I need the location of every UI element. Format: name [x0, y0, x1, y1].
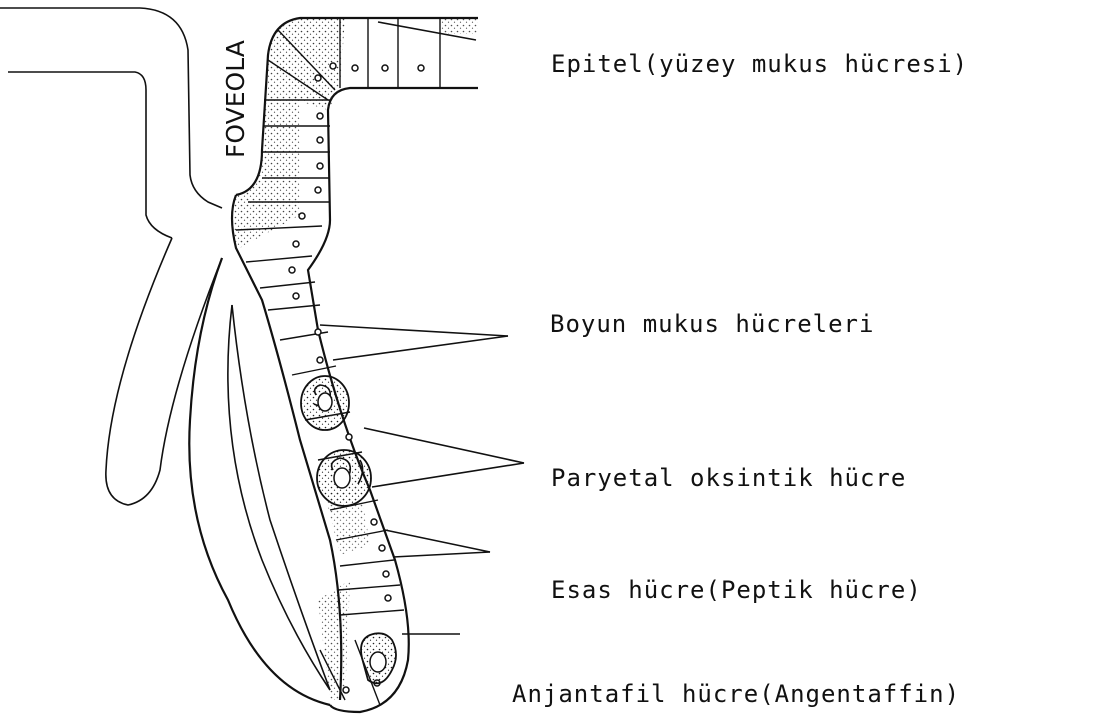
label-paryetal: Paryetal oksintik hücre	[551, 464, 906, 492]
parietal-cells	[301, 376, 371, 506]
argentaffin-cell	[361, 633, 396, 683]
label-anjantafil: Anjantafil hücre(Angentaffin)	[512, 680, 960, 708]
label-boyun-mukus: Boyun mukus hücreleri	[550, 310, 874, 338]
foveola-label: FOVEOLA	[221, 40, 250, 158]
label-epitel: Epitel(yüzey mukus hücresi)	[551, 50, 968, 78]
label-esas-hucre: Esas hücre(Peptik hücre)	[551, 576, 922, 604]
stippled-cytoplasm	[232, 18, 478, 700]
